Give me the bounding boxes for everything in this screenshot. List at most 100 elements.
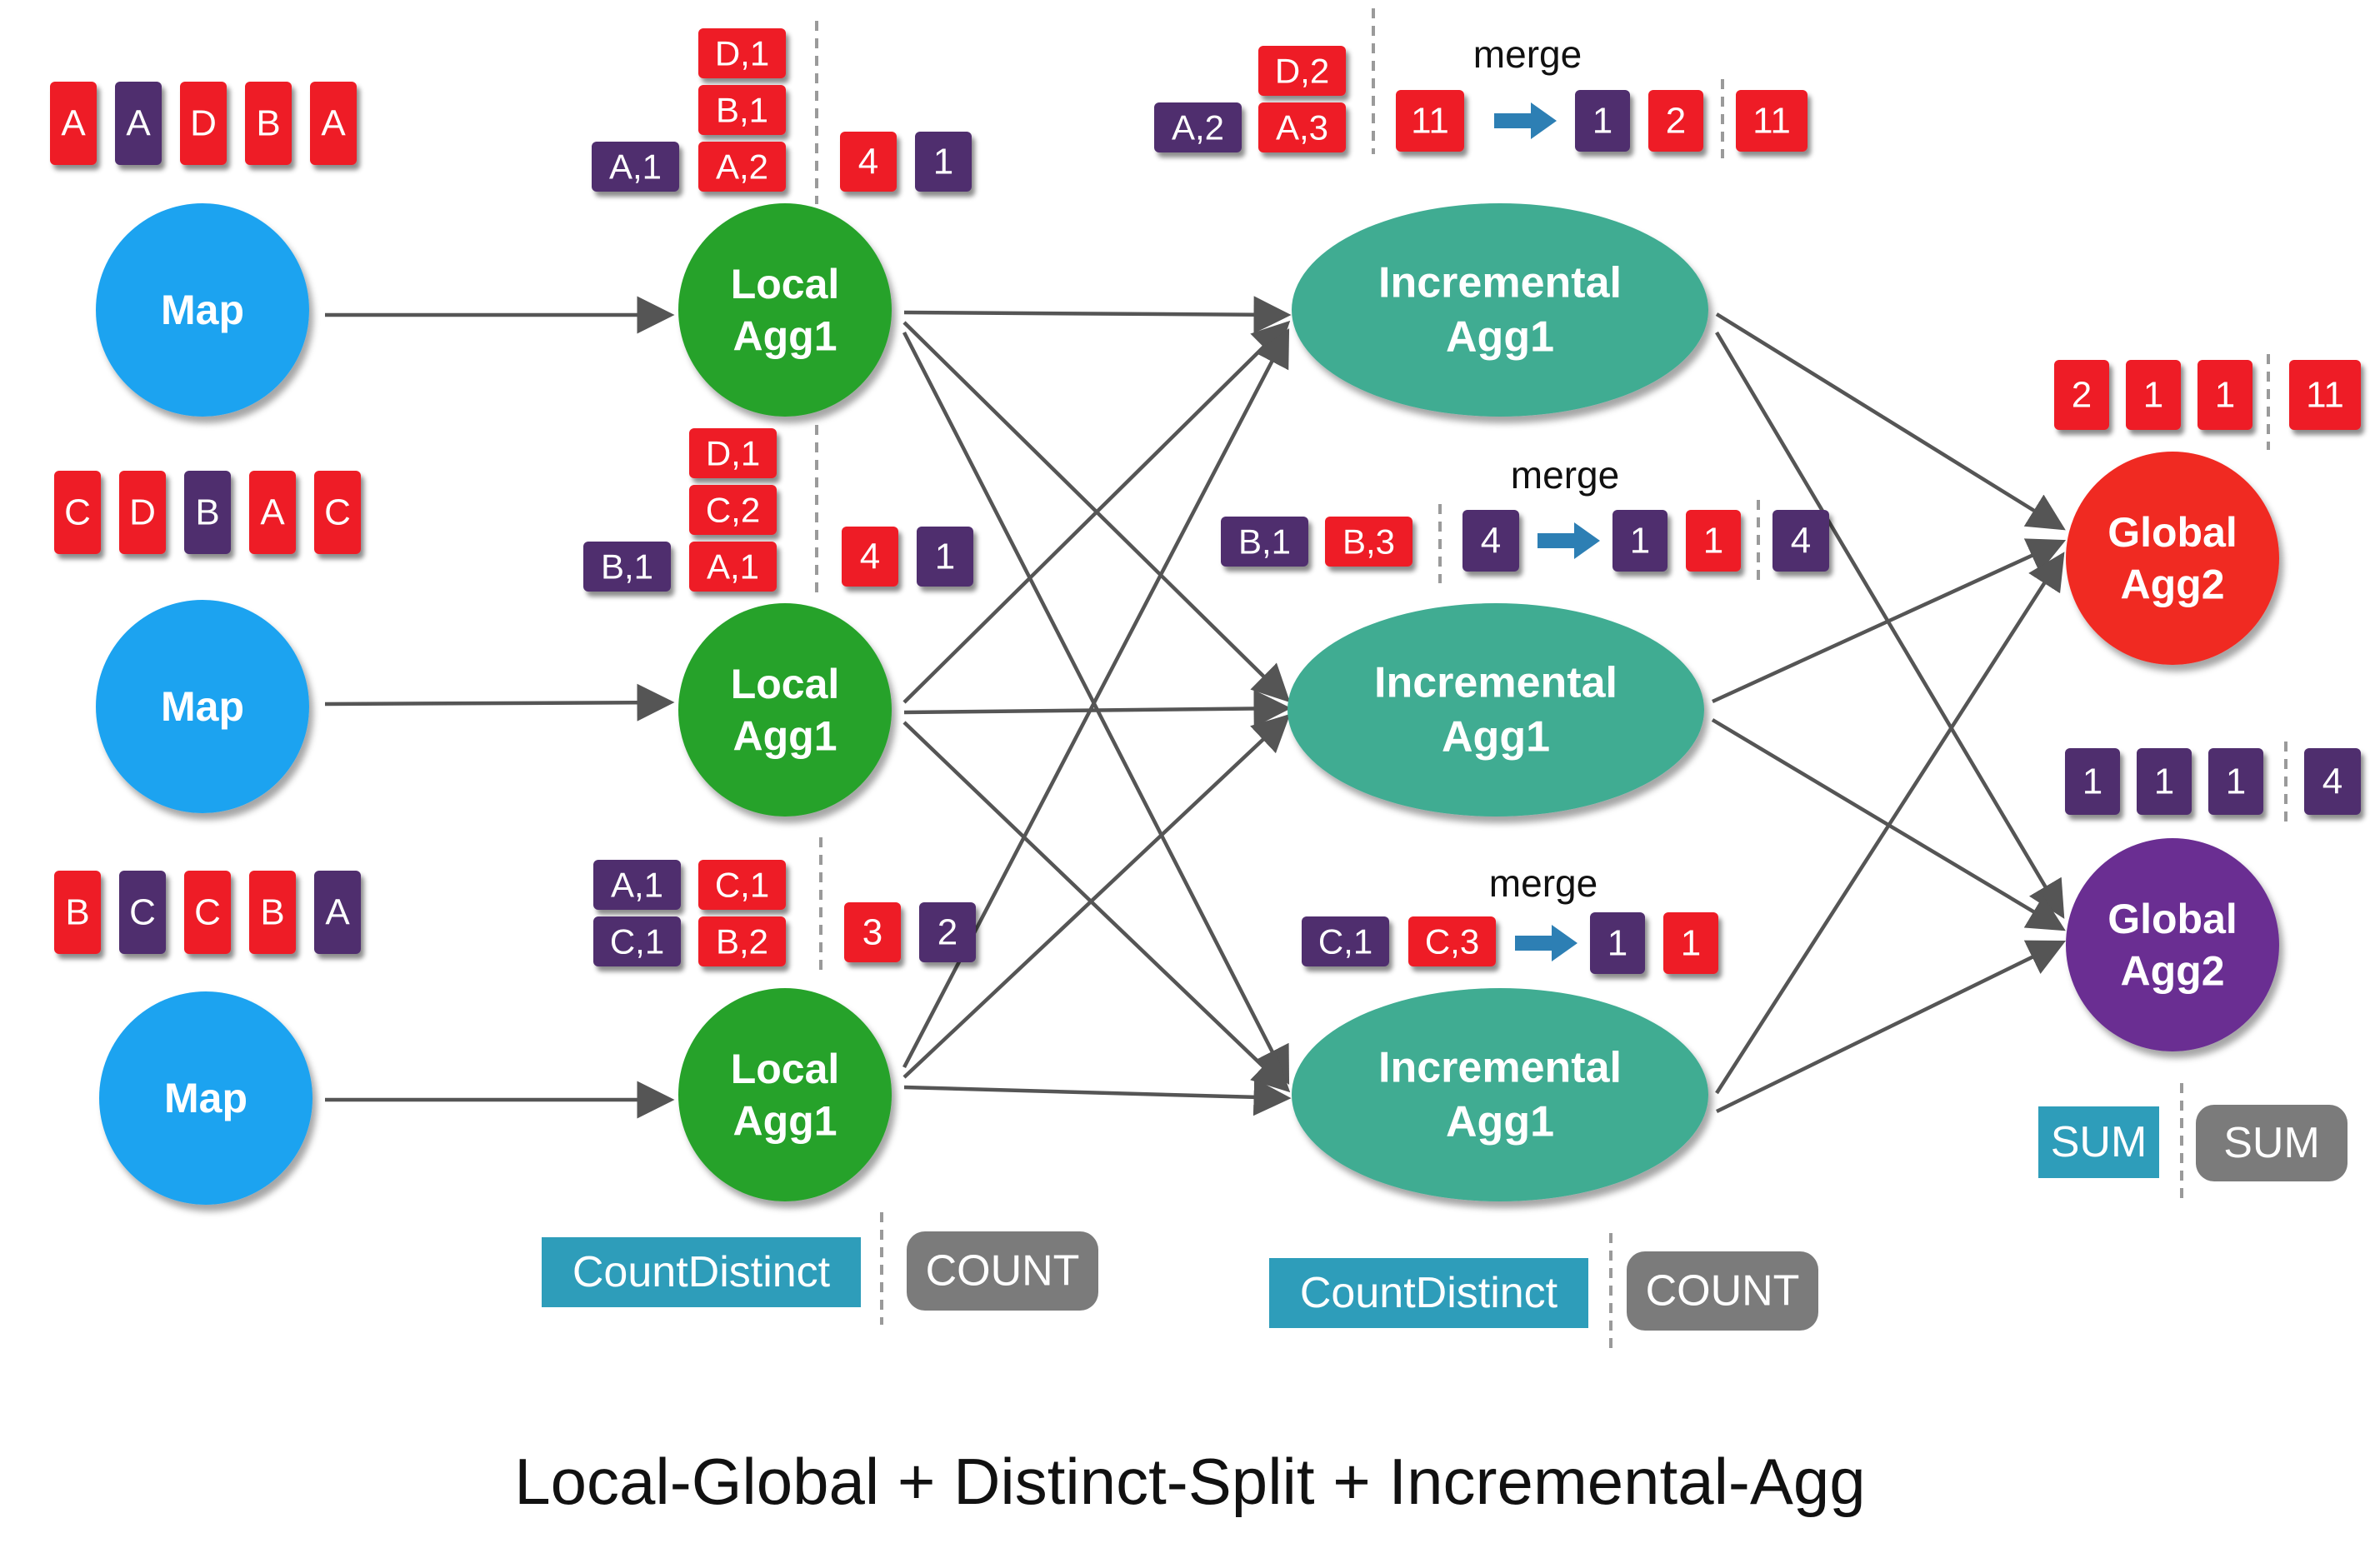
input-tile-row2-1-box [54, 471, 101, 554]
local3-pair-red-1-label: C,1 [715, 866, 769, 905]
incremental1-merge-input-box [1396, 90, 1464, 152]
incremental-agg-node-2-label: Agg1 [1442, 713, 1550, 762]
map-node-3-shape[interactable] [99, 991, 312, 1205]
incremental2-merge-arrow-icon [1538, 522, 1600, 559]
global1-value-3: 1 [2198, 360, 2252, 430]
incremental3-merge-output-1-box [1590, 912, 1645, 974]
input-tile-row2-2: D [119, 471, 166, 554]
local1-pair-red-1: D,1 [698, 28, 786, 78]
local1-pair-purple-1: A,1 [592, 142, 679, 192]
global-agg-node-2-label: Agg2 [2121, 947, 2225, 994]
input-tile-row3-2: C [119, 871, 166, 954]
incremental2-merge-output-2: 1 [1686, 510, 1741, 572]
edge-incremental3-global1 [1715, 552, 2065, 1095]
global-agg-node-1-label: Agg2 [2121, 561, 2225, 607]
global-sum-label-1-label: SUM [2051, 1118, 2148, 1166]
local1-pair-red-1-box [698, 28, 786, 78]
incremental-count-label: COUNT [1627, 1251, 1818, 1331]
input-tile-row1-4-box [245, 82, 292, 165]
incremental2-extra-box [1772, 510, 1829, 572]
input-tile-row2-5-label: C [324, 492, 351, 533]
edge-incremental1-global2 [1715, 331, 2065, 919]
incremental-agg-node-3-label: Agg1 [1446, 1098, 1554, 1146]
input-tile-row2-4: A [249, 471, 296, 554]
map-node-1[interactable]: Map [96, 203, 309, 417]
input-tile-row1-4-label: B [256, 103, 280, 144]
incremental-agg-node-3-label: Incremental [1378, 1044, 1622, 1092]
incremental3-pair-red-1-label: C,3 [1425, 922, 1479, 961]
map-node-3-label: Map [164, 1075, 248, 1121]
incremental-agg-node-3-shape[interactable] [1292, 988, 1708, 1201]
map-node-2-shape[interactable] [96, 600, 309, 813]
local2-pair-red-3: A,1 [689, 542, 777, 592]
incremental2-merge-output-1-label: 1 [1630, 521, 1650, 562]
edge-local3-incremental2 [902, 713, 1291, 1079]
edge-incremental3-global2 [1716, 940, 2067, 1114]
input-tile-row2-4-box [249, 471, 296, 554]
map-node-2[interactable]: Map [96, 600, 309, 813]
incremental1-pair-purple-1-label: A,2 [1172, 108, 1224, 147]
input-tile-row1-5: A [310, 82, 357, 165]
incremental2-pair-red-1: B,3 [1325, 517, 1412, 567]
input-tile-row1-2: A [115, 82, 162, 165]
incremental1-extra-label: 11 [1752, 101, 1791, 142]
input-tile-row2-3: B [184, 471, 231, 554]
incremental-agg-node-1-shape[interactable] [1292, 203, 1708, 417]
local3-pair-red-1-box [698, 860, 786, 910]
input-tile-row2-2-label: D [129, 492, 156, 533]
input-tile-row2-2-box [119, 471, 166, 554]
global-sum-label-2-label: SUM [2223, 1119, 2320, 1167]
incremental2-extra: 4 [1772, 510, 1829, 572]
input-tile-row3-5-box [314, 871, 361, 954]
incremental-countdistinct-label-label: CountDistinct [1300, 1269, 1558, 1317]
local3-result-2-box [919, 902, 976, 962]
local3-pair-red-2: B,2 [698, 916, 786, 966]
local3-pair-purple-2: C,1 [593, 916, 681, 966]
input-tile-row3-4: B [249, 871, 296, 954]
local3-result-1: 3 [844, 902, 901, 962]
incremental3-pair-red-1-box [1408, 916, 1496, 966]
incremental2-merge-output-1-box [1612, 510, 1668, 572]
global-agg-node-2-shape[interactable] [2066, 838, 2279, 1051]
local-agg-node-2-label: Agg1 [733, 712, 838, 759]
input-tile-row3-3-label: C [194, 892, 221, 933]
local1-pair-purple-1-label: A,1 [609, 147, 662, 187]
incremental3-merge-output-2-label: 1 [1681, 923, 1701, 964]
local1-pair-red-2-box [698, 85, 786, 135]
map-node-1-shape[interactable] [96, 203, 309, 417]
edges-layer [324, 296, 2067, 1119]
input-tile-row3-5-label: A [325, 892, 350, 933]
incremental2-merge-output-2-label: 1 [1703, 521, 1723, 562]
nodes-layer: MapMapMapLocalAgg1LocalAgg1LocalAgg1Incr… [96, 203, 2279, 1205]
global2-value-3-box [2208, 748, 2263, 815]
map-node-3[interactable]: Map [99, 991, 312, 1205]
local2-result-2: 1 [917, 527, 973, 587]
map-node-1-label: Map [161, 287, 244, 333]
incremental3-merge-output-1-label: 1 [1608, 923, 1628, 964]
incremental2-merge-input-box [1462, 510, 1519, 572]
incremental1-extra-box [1736, 90, 1808, 152]
local-agg-node-3-shape[interactable] [678, 988, 892, 1201]
local-agg-node-1-shape[interactable] [678, 203, 892, 417]
global2-value-1-box [2065, 748, 2120, 815]
input-tile-row1-5-box [310, 82, 357, 165]
local2-result-1-label: 4 [860, 537, 880, 577]
incremental-agg-node-2-shape[interactable] [1288, 603, 1704, 816]
local2-pair-red-1-box [689, 428, 777, 478]
global1-extra-label: 11 [2306, 375, 2344, 416]
global-agg-node-1-shape[interactable] [2066, 452, 2279, 665]
local-agg-node-2-shape[interactable] [678, 603, 892, 816]
local3-pair-red-1: C,1 [698, 860, 786, 910]
local3-result-2: 2 [919, 902, 976, 962]
local2-pair-red-2-box [689, 485, 777, 535]
